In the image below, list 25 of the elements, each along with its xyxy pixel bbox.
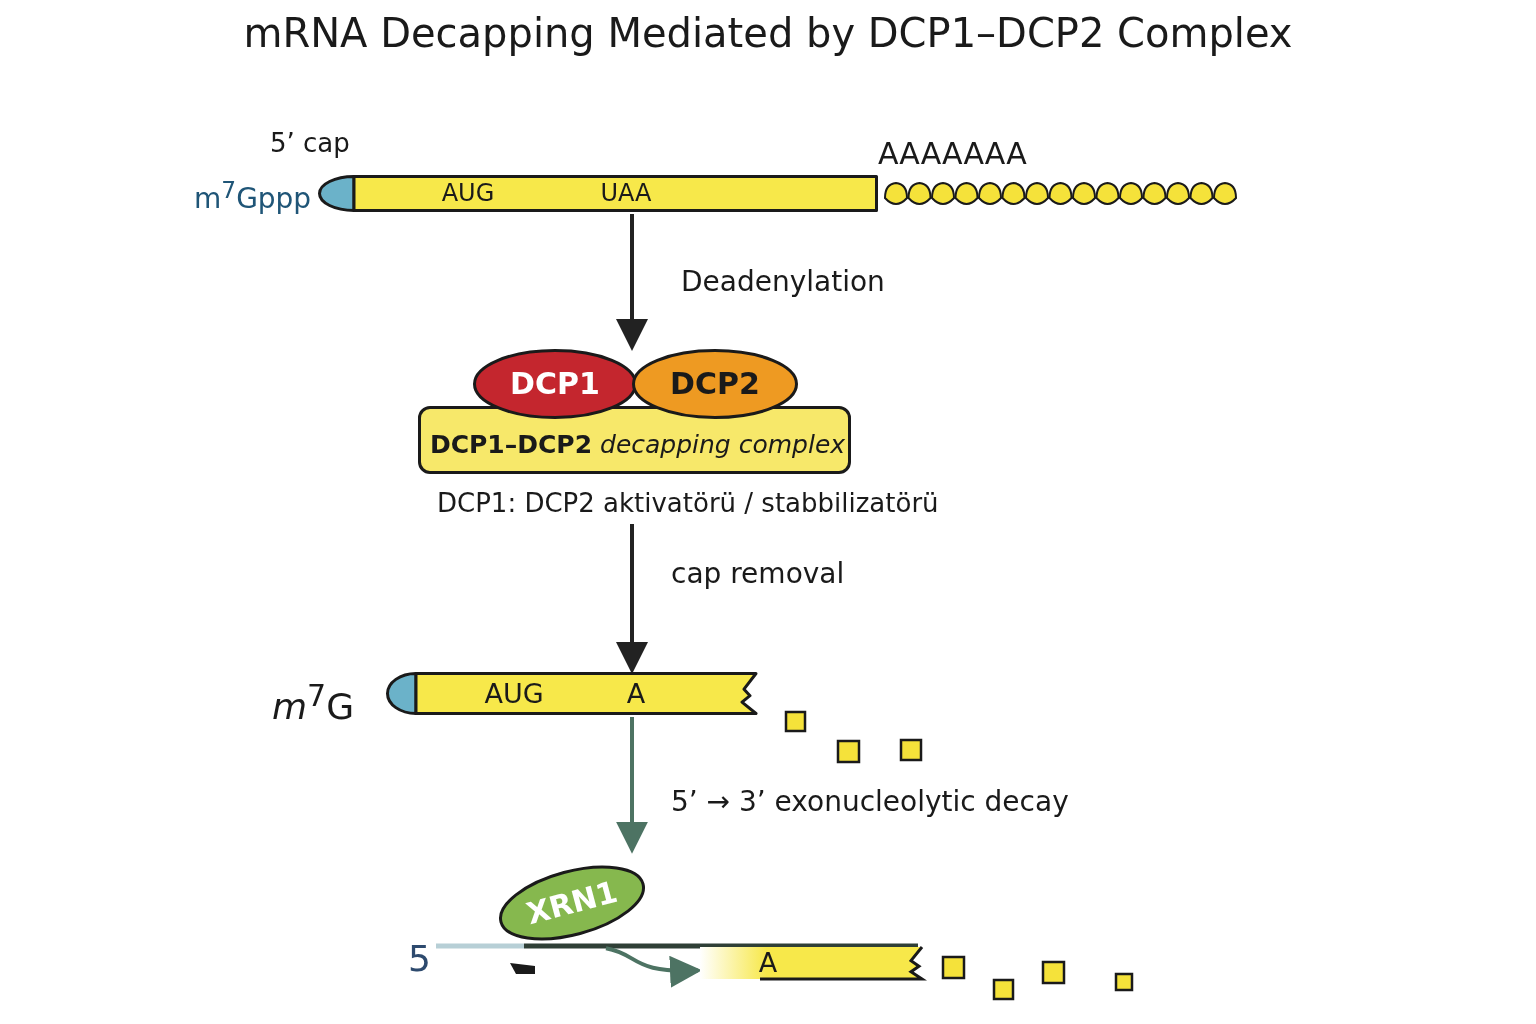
protein-name: DCP2 [669,365,761,403]
codon-label: AUG [441,178,495,209]
arrow [616,214,648,351]
protein-ellipse [473,349,637,419]
codon-label: UAA [600,178,652,209]
arrow [616,524,648,674]
text-label: 5 [408,938,431,979]
arrow [605,946,702,988]
text-label: AAAAAAA [878,136,1027,171]
mrna-fragment [700,944,925,981]
mrna-strand [318,175,878,212]
text-label: m$^{7}$G [272,678,355,727]
protein-ellipse [632,349,798,419]
protein-name: XRN1 [521,872,622,934]
protein-name: DCP1 [509,365,601,403]
decapped-mrna-strand [386,672,758,715]
title: mRNA Decapping Mediated by DCP1–DCP2 Complex [243,10,1293,56]
codon-label: A [758,946,778,980]
arrow [616,717,648,854]
complex-label: DCP1–DCP2 decapping complex [428,430,847,459]
annotation-text: DCP1: DCP2 aktivatörü / stabbilizatörü [437,488,939,518]
codon-label: AUG [484,677,544,711]
text-label: 5’ cap [270,128,350,158]
text-label: m$^{7}$Gppp [194,176,312,216]
codon-label: A [626,677,646,711]
